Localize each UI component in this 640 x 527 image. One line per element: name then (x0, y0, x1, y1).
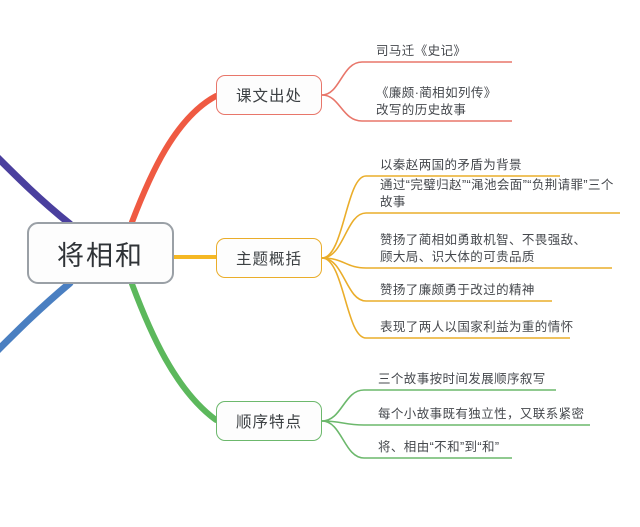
leaf-node-label: 表现了两人以国家利益为重的情怀 (380, 320, 574, 334)
leaf-wire-1-4 (321, 257, 570, 339)
leaf-node-label: 三个故事按时间发展顺序叙写 (378, 372, 546, 386)
leaf-node[interactable]: 三个故事按时间发展顺序叙写 (374, 370, 564, 390)
leaf-wire-1-1 (321, 212, 620, 259)
leaf-node[interactable]: 表现了两人以国家利益为重的情怀 (376, 318, 576, 338)
leaf-wire-0-1 (321, 94, 512, 122)
leaf-node[interactable]: 赞扬了廉颇勇于改过的精神 (376, 281, 556, 301)
leaf-node-label: 通过“完璧归赵”“渑池会面”“负荆请罪”三个故事 (380, 178, 614, 209)
lower-left-branch-wire (0, 279, 74, 353)
root-node-label: 将相和 (57, 240, 144, 271)
leaf-wire-2-0 (321, 389, 556, 422)
leaf-node[interactable]: 赞扬了蔺相如勇敢机智、不畏强敌、 顾大局、识大体的可贵品质 (376, 230, 616, 268)
leaf-node[interactable]: 以秦赵两国的矛盾为背景 (376, 156, 566, 176)
branch-wire-2 (129, 281, 219, 423)
topic-node-zhutigaikuo[interactable]: 主题概括 (216, 238, 322, 278)
leaf-wire-1-3 (321, 257, 552, 302)
leaf-node-label: 赞扬了廉颇勇于改过的精神 (380, 283, 535, 297)
upper-left-branch-wire (0, 155, 74, 228)
root-node[interactable]: 将相和 (27, 222, 174, 284)
leaf-wire-1-2 (321, 257, 612, 269)
leaf-node-label: 赞扬了蔺相如勇敢机智、不畏强敌、 顾大局、识大体的可贵品质 (380, 233, 587, 264)
leaf-node[interactable]: 每个小故事既有独立性，又联系紧密 (374, 405, 594, 425)
leaf-node[interactable]: 通过“完璧归赵”“渑池会面”“负荆请罪”三个故事 (376, 178, 626, 213)
leaf-wire-1-0 (321, 175, 560, 259)
leaf-wire-0-0 (321, 61, 512, 96)
leaf-node[interactable]: 《廉颇·蔺相如列传》 改写的历史故事 (372, 82, 532, 121)
topic-node-label: 顺序特点 (235, 414, 302, 431)
branch-wire-0 (129, 93, 219, 225)
topic-node-shunxutedian[interactable]: 顺序特点 (216, 401, 322, 441)
leaf-node-label: 司马迁《史记》 (376, 44, 467, 58)
leaf-node-label: 将、相由“不和”到“和” (378, 440, 500, 454)
leaf-node-label: 每个小故事既有独立性，又联系紧密 (378, 407, 585, 421)
topic-node-label: 课文出处 (235, 88, 302, 105)
leaf-wire-2-2 (321, 420, 512, 459)
topic-node-label: 主题概括 (235, 251, 302, 268)
leaf-node-label: 《廉颇·蔺相如列传》 改写的历史故事 (376, 86, 497, 117)
leaf-node[interactable]: 将、相由“不和”到“和” (374, 438, 524, 458)
leaf-node[interactable]: 司马迁《史记》 (372, 42, 522, 62)
leaf-wire-2-1 (321, 420, 590, 426)
leaf-node-label: 以秦赵两国的矛盾为背景 (380, 158, 522, 172)
topic-node-kewenchuchu[interactable]: 课文出处 (216, 75, 322, 115)
